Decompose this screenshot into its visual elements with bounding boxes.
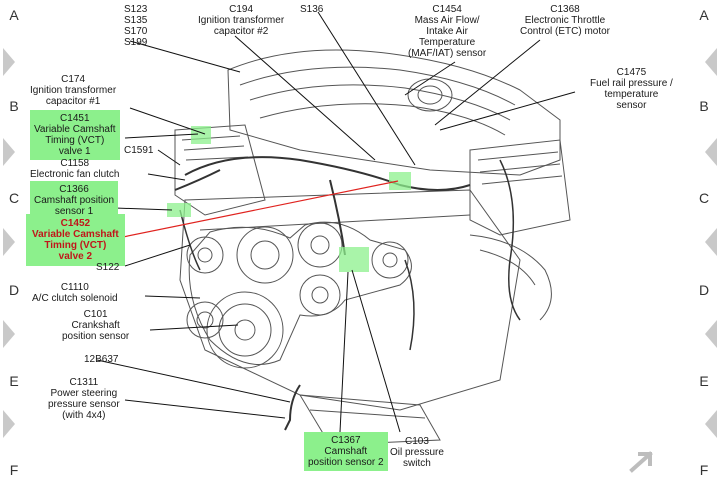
label-c194: C194 Ignition transformer capacitor #2 <box>198 4 285 37</box>
nav-arrow-left-4[interactable] <box>3 320 15 348</box>
nav-arrow-left-5[interactable] <box>3 410 15 438</box>
label-c174: C174 Ignition transformer capacitor #1 <box>30 74 117 107</box>
label-c101: C101 Crankshaft position sensor <box>62 309 130 342</box>
label-s123: S123 S135 S170 S199 <box>124 4 148 48</box>
grid-row-e-left: E <box>9 373 19 389</box>
nav-arrow-right-5[interactable] <box>705 410 717 438</box>
label-c1591: C1591 <box>124 145 154 156</box>
grid-row-e-right: E <box>699 373 709 389</box>
label-c1311: C1311 Power steering pressure sensor (wi… <box>48 377 120 421</box>
grid-row-c-right: C <box>698 190 710 206</box>
label-c1110: C1110 A/C clutch solenoid <box>32 282 118 304</box>
grid-row-d-left: D <box>8 282 20 298</box>
label-c1452: C1452 Variable Camshaft Timing (VCT) val… <box>26 214 125 266</box>
nav-arrow-right-2[interactable] <box>705 138 717 166</box>
label-12b637: 12B637 <box>84 354 119 365</box>
label-c1454: C1454 Mass Air Flow/ Intake Air Temperat… <box>408 4 487 59</box>
grid-row-b-right: B <box>699 98 709 114</box>
label-c1368: C1368 Electronic Throttle Control (ETC) … <box>520 4 611 37</box>
label-c1367: C1367 Camshaft position sensor 2 <box>304 432 388 471</box>
grid-row-d-right: D <box>698 282 710 298</box>
nav-arrow-left-1[interactable] <box>3 48 15 76</box>
grid-row-b-left: B <box>9 98 19 114</box>
nav-arrow-right-4[interactable] <box>705 320 717 348</box>
grid-row-a-right: A <box>699 7 709 23</box>
label-c1366: C1366 Camshaft position sensor 1 <box>30 181 119 220</box>
label-c1158: C1158 Electronic fan clutch <box>30 158 120 180</box>
grid-row-c-left: C <box>8 190 20 206</box>
grid-row-f-right: F <box>699 462 709 478</box>
nav-arrow-right-3[interactable] <box>705 228 717 256</box>
grid-row-f-left: F <box>9 462 19 478</box>
label-s122: S122 <box>96 262 120 273</box>
zoom-arrow-icon[interactable] <box>628 448 658 474</box>
grid-row-a-left: A <box>9 7 19 23</box>
label-c1475: C1475 Fuel rail pressure / temperature s… <box>590 67 673 111</box>
nav-arrow-left-3[interactable] <box>3 228 15 256</box>
nav-arrow-left-2[interactable] <box>3 138 15 166</box>
label-c1451: C1451 Variable Camshaft Timing (VCT) val… <box>30 110 120 160</box>
label-s136: S136 <box>300 4 324 15</box>
label-c103: C103 Oil pressure switch <box>390 436 444 469</box>
nav-arrow-right-1[interactable] <box>705 48 717 76</box>
